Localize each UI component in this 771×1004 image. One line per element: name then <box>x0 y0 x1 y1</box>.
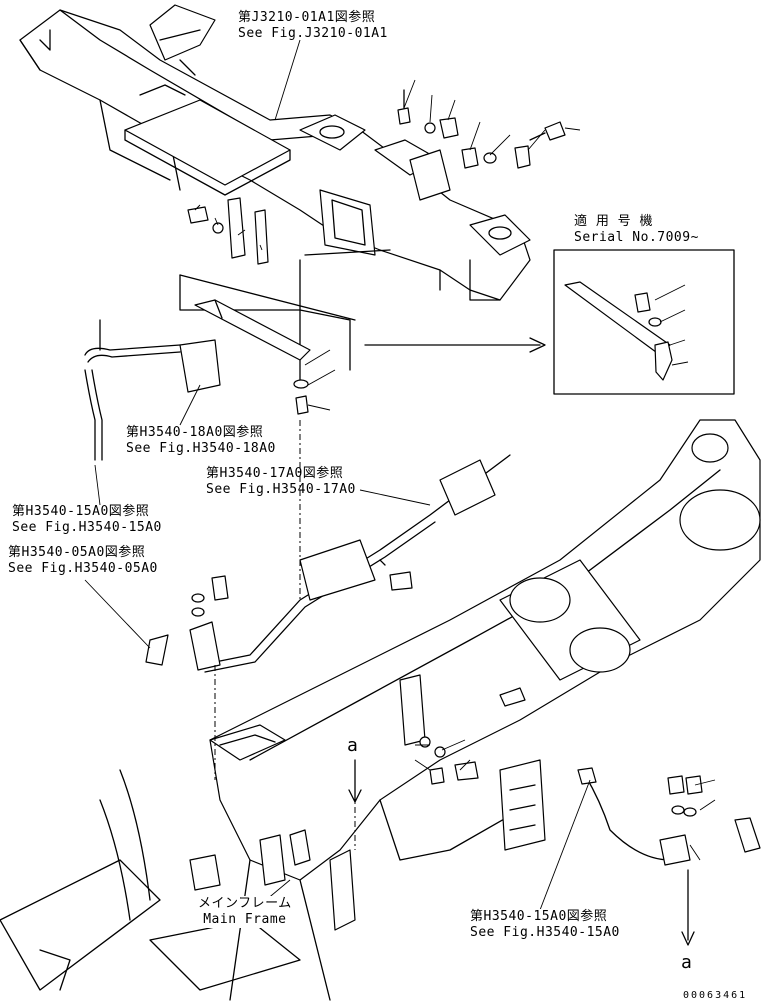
main-frame-hardware <box>419 687 526 785</box>
serial-jp: 適 用 号 機 <box>574 214 653 229</box>
upper-hardware <box>187 89 566 381</box>
main-frame-jp: メインフレーム <box>198 896 292 911</box>
serial-arrow <box>364 337 546 353</box>
ref-h3540-05-jp: 第H3540-05A0図参照 <box>8 545 146 560</box>
ref-h3540-18-en: See Fig.H3540-18A0 <box>126 441 276 456</box>
ref-h3540-18: 第H3540-18A0図参照 See Fig.H3540-18A0 <box>126 425 276 457</box>
main-frame-en: Main Frame <box>203 912 287 927</box>
ref-h3540-05: 第H3540-05A0図参照 See Fig.H3540-05A0 <box>8 545 158 577</box>
main-frame-label: メインフレーム Main Frame <box>198 896 292 928</box>
ref-h3540-15: 第H3540-15A0図参照 See Fig.H3540-15A0 <box>12 504 162 536</box>
ref-h3540-17-jp: 第H3540-17A0図参照 <box>206 466 344 481</box>
leader-lines <box>84 39 716 911</box>
connector-a-arrow <box>348 759 362 803</box>
ref-h3540-15-en: See Fig.H3540-15A0 <box>12 520 162 535</box>
left-hose <box>84 319 221 461</box>
ref-j3210-en: See Fig.J3210-01A1 <box>238 26 388 41</box>
ref-h3540-17: 第H3540-17A0図参照 See Fig.H3540-17A0 <box>206 466 356 498</box>
connector-a-bottom: a <box>681 952 693 973</box>
drawing-number: 00063461 <box>683 990 748 1001</box>
main-frame-assembly <box>0 419 761 1001</box>
ref-h3540-15b-en: See Fig.H3540-15A0 <box>470 925 620 940</box>
bracket-group <box>179 274 356 415</box>
ref-j3210-jp: 第J3210-01A1図参照 <box>238 10 376 25</box>
serial-label: 適 用 号 機 Serial No.7009~ <box>574 214 699 246</box>
upper-frame-assembly <box>19 4 531 301</box>
ref-h3540-05-en: See Fig.H3540-05A0 <box>8 561 158 576</box>
ref-h3540-18-jp: 第H3540-18A0図参照 <box>126 425 264 440</box>
ref-h3540-17-en: See Fig.H3540-17A0 <box>206 482 356 497</box>
ref-h3540-15b: 第H3540-15A0図参照 See Fig.H3540-15A0 <box>470 909 620 941</box>
middle-pipe <box>145 454 511 673</box>
connector-a-top: a <box>347 735 359 756</box>
ref-h3540-15b-jp: 第H3540-15A0図参照 <box>470 909 608 924</box>
serial-inset <box>553 249 735 395</box>
ref-j3210: 第J3210-01A1図参照 See Fig.J3210-01A1 <box>238 10 388 42</box>
right-cable <box>577 767 761 946</box>
serial-en: Serial No.7009~ <box>574 230 699 245</box>
ref-h3540-15-jp: 第H3540-15A0図参照 <box>12 504 150 519</box>
